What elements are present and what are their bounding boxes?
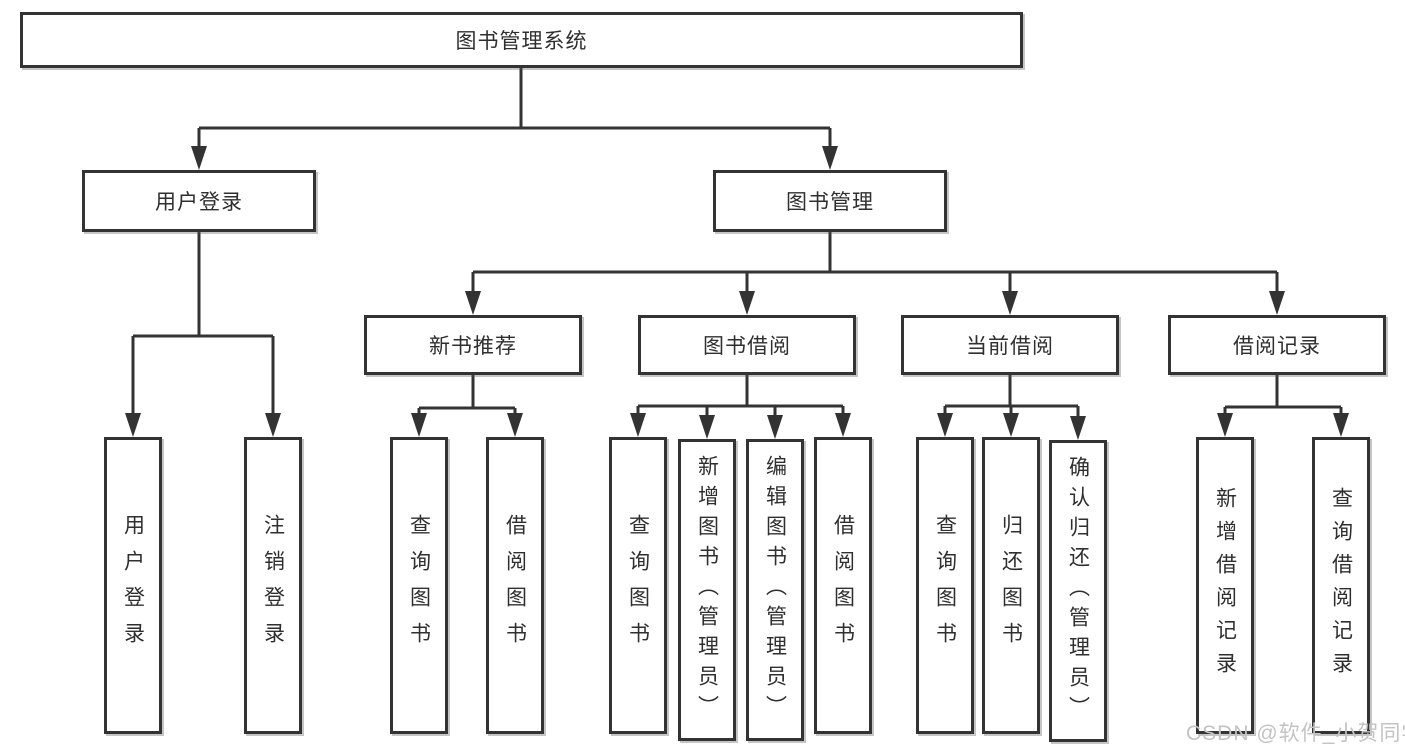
leaf-user-login: 用户登录 <box>104 437 162 734</box>
leaf-borrow-books: 借阅图书 <box>814 437 872 734</box>
arrowheads <box>125 146 1349 440</box>
node-label: 查询图书 <box>626 513 650 658</box>
node-borrow-records: 借阅记录 <box>1168 315 1386 375</box>
node-label: 新增借阅记录 <box>1213 486 1237 685</box>
leaf-add-book-admin: 新增图书（管理员） <box>678 439 736 741</box>
leaf-borrow-books-recommend: 借阅图书 <box>486 437 544 734</box>
node-label: 图书借阅 <box>703 335 791 358</box>
watermark-text: CSDN @软件_小贺同学 <box>1186 722 1405 745</box>
node-book-borrow: 图书借阅 <box>638 315 856 375</box>
node-label: 查询图书 <box>407 513 431 658</box>
leaf-edit-book-admin: 编辑图书（管理员） <box>746 439 804 741</box>
node-label: 图书管理系统 <box>455 30 588 53</box>
leaf-query-books-recommend: 查询图书 <box>390 437 448 734</box>
node-label: 借阅图书 <box>831 513 855 658</box>
node-current-borrow: 当前借阅 <box>901 315 1119 375</box>
node-label: 图书管理 <box>786 191 874 214</box>
node-label: 借阅记录 <box>1233 335 1321 358</box>
node-label: 编辑图书（管理员） <box>763 455 787 725</box>
node-book-management: 图书管理 <box>713 170 947 232</box>
leaf-add-borrow-record: 新增借阅记录 <box>1196 437 1254 734</box>
node-label: 借阅图书 <box>503 513 527 658</box>
node-label: 注销登录 <box>261 513 285 658</box>
leaf-query-borrow-record: 查询借阅记录 <box>1312 437 1370 734</box>
node-library-system: 图书管理系统 <box>20 12 1023 68</box>
leaf-query-books-current: 查询图书 <box>916 437 974 734</box>
node-user-login: 用户登录 <box>82 170 316 232</box>
node-label: 归还图书 <box>999 513 1023 658</box>
node-label: 确认归还（管理员） <box>1066 456 1090 726</box>
node-label: 用户登录 <box>121 513 145 658</box>
node-label: 新增图书（管理员） <box>695 455 719 725</box>
leaf-confirm-return-admin: 确认归还（管理员） <box>1049 440 1107 742</box>
node-label: 查询图书 <box>933 513 957 658</box>
node-label: 当前借阅 <box>966 335 1054 358</box>
node-label: 新书推荐 <box>429 335 517 358</box>
node-label: 用户登录 <box>155 191 243 214</box>
node-label: 查询借阅记录 <box>1329 486 1353 685</box>
leaf-return-book: 归还图书 <box>982 437 1040 734</box>
node-new-book-recommend: 新书推荐 <box>364 315 582 375</box>
leaf-logout-login: 注销登录 <box>244 437 302 734</box>
leaf-query-books-borrow: 查询图书 <box>609 437 667 734</box>
